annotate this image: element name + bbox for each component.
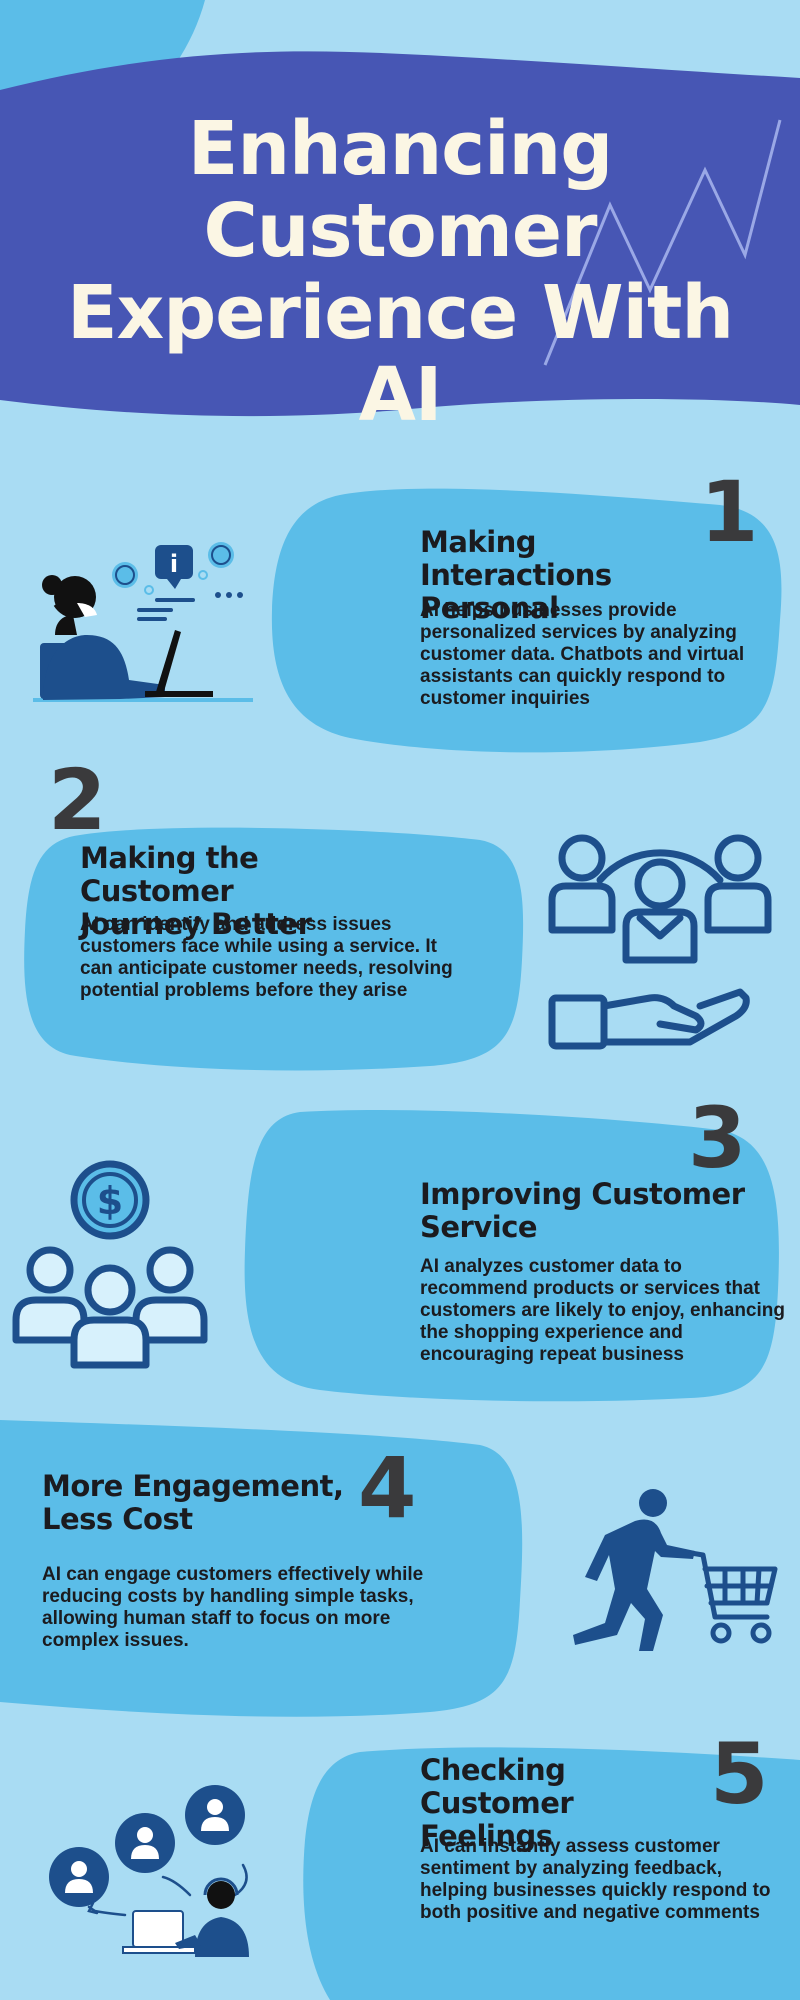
people-on-hand-icon	[548, 834, 772, 1050]
section-3-heading-line-2: Service	[420, 1210, 538, 1244]
section-1-heading-line-1: Making Interactions	[420, 525, 612, 592]
title-line-2: Customer	[203, 188, 597, 274]
card-2	[24, 827, 524, 1071]
title-banner	[0, 51, 800, 417]
section-3-heading-line-1: Improving Customer	[420, 1177, 745, 1211]
section-1-body: AI helps businesses provide personalized…	[420, 600, 745, 709]
customers-dollar-icon: $	[12, 1160, 208, 1369]
card-4	[0, 1420, 523, 1717]
section-2-heading-line-2: Journey Better	[80, 907, 312, 941]
zigzag-decoration	[543, 119, 782, 366]
section-1-heading-line-2: Personal	[420, 591, 559, 625]
woman-at-laptop-chat-icon: i	[33, 542, 253, 702]
page-title: Enhancing Customer Experience With AI	[40, 108, 760, 436]
section-4-heading-line-1: More Engagement,	[42, 1469, 344, 1503]
section-2-heading-line-1: Making the Customer	[80, 841, 259, 908]
card-1	[271, 488, 782, 753]
section-5-body: AI can instantly assess customer sentime…	[420, 1836, 771, 1923]
section-5-heading-line-1: Checking Customer	[420, 1753, 574, 1820]
man-pushing-cart-icon	[573, 1489, 778, 1651]
title-line-1: Enhancing	[187, 106, 613, 192]
card-3	[244, 1110, 779, 1402]
section-5-heading-line-2: Feelings	[420, 1819, 553, 1853]
section-4-heading: More Engagement, Less Cost	[42, 1470, 362, 1536]
title-line-3: Experience With AI	[66, 270, 734, 438]
section-3-body: AI analyzes customer data to recommend p…	[420, 1256, 785, 1365]
section-5-heading: Checking Customer Feelings	[420, 1754, 720, 1853]
section-4-heading-line-2: Less Cost	[42, 1502, 193, 1536]
section-3-heading: Improving Customer Service	[420, 1178, 760, 1244]
section-4-body: AI can engage customers effectively whil…	[42, 1564, 424, 1651]
section-3-number: 3	[688, 1089, 747, 1187]
section-4-number: 4	[358, 1439, 417, 1537]
section-2-body: AI can identify and address issues custo…	[80, 914, 453, 1001]
svg-text:$: $	[97, 1179, 123, 1223]
section-2-heading: Making the Customer Journey Better	[80, 842, 420, 941]
support-agent-feedback-icon	[49, 1785, 249, 1957]
card-5	[303, 1747, 800, 2000]
section-2-number: 2	[48, 751, 107, 849]
svg-text:i: i	[170, 550, 178, 578]
section-1-heading: Making Interactions Personal	[420, 526, 720, 625]
section-1-number: 1	[700, 463, 759, 561]
section-5-number: 5	[710, 1725, 769, 1823]
